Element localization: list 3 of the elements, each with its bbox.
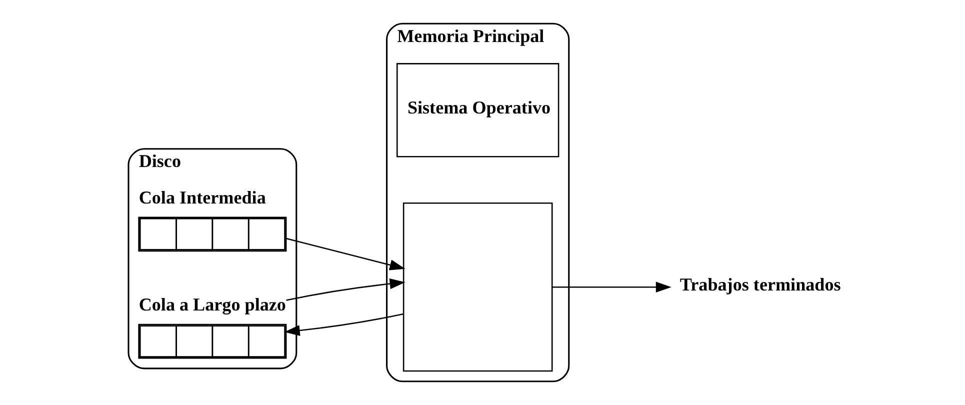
node-text: Trabajos terminados [679, 274, 840, 295]
node-label: Cola a Largo plazo [138, 294, 286, 315]
node-label: Cola Intermedia [138, 187, 266, 208]
